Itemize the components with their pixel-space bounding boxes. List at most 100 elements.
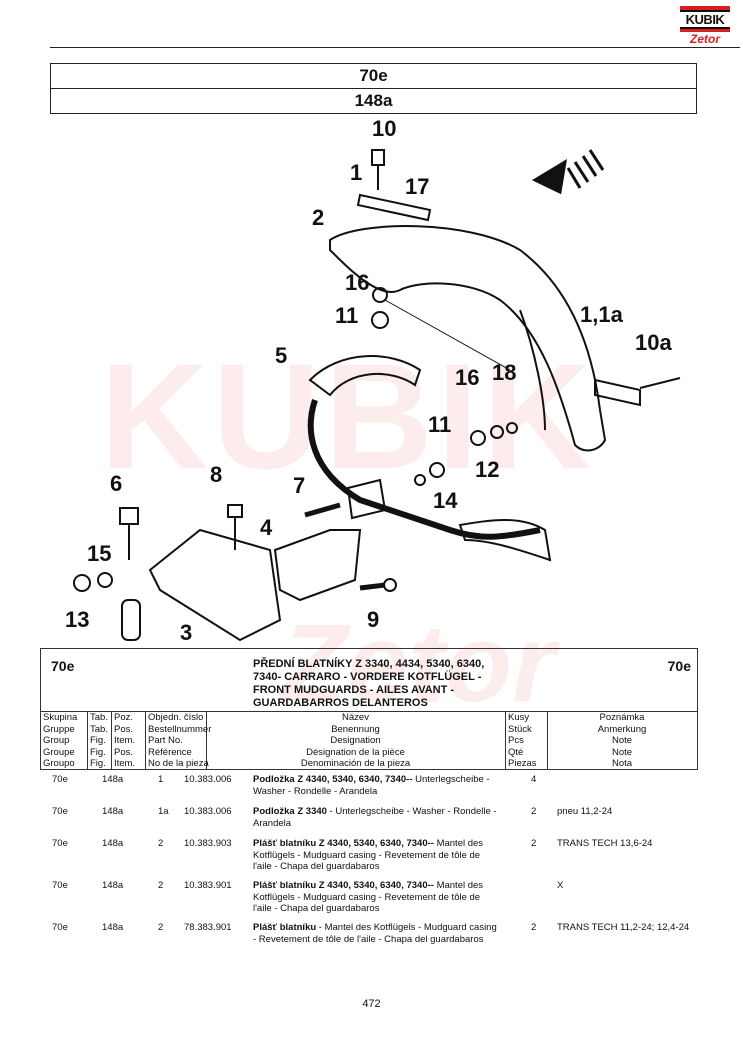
section-title: PŘEDNÍ BLATNÍKY Z 3340, 4434, 5340, 6340… (253, 658, 484, 710)
callout-6: 6 (110, 471, 123, 496)
cell-qty: 4 (531, 774, 537, 785)
cell-group: 70e (52, 774, 68, 785)
cell-name: Plášť blatníku Z 4340, 5340, 6340, 7340-… (253, 838, 501, 873)
mounting-bracket-4 (273, 529, 362, 602)
col-divider (505, 711, 506, 769)
mounting-plate-3 (148, 528, 282, 642)
bolt (371, 149, 385, 190)
cell-name: Podložka Z 4340, 5340, 6340, 7340-- Unte… (253, 774, 501, 797)
cell-note: TRANS TECH 11,2-24; 12,4-24 (557, 922, 690, 933)
title-line: PŘEDNÍ BLATNÍKY Z 3340, 4434, 5340, 6340… (253, 658, 485, 670)
cell-name: Plášť blatníku Z 4340, 5340, 6340, 7340-… (253, 880, 501, 915)
name-bold: Plášť blatníku Z 4340, 5340, 6340, 7340-… (253, 880, 434, 891)
callout-15: 15 (87, 541, 112, 566)
cell-tab: 148a (102, 838, 124, 849)
title-line: 7340- CARRARO - VORDERE KOTFLÜGEL - (253, 671, 482, 683)
callout-13: 13 (65, 607, 90, 632)
cell-pos: 2 (158, 838, 164, 849)
divider (41, 711, 697, 712)
cell-group: 70e (52, 838, 68, 849)
header-box: 70e 148a (50, 63, 697, 114)
cell-name: Plášť blatníku - Mantel des Kotflügels -… (253, 922, 501, 945)
bolt-8 (227, 504, 243, 550)
side-bracket (594, 377, 681, 407)
name-rest: Mantel des Kotflügels - Mudguard casing … (253, 838, 484, 872)
col-header-pos: Poz.Pos.Item.Pos.Item. (114, 712, 136, 770)
name-bold: Plášť blatníku (253, 922, 317, 933)
cell-pos: 2 (158, 922, 164, 933)
nut-upper (371, 287, 389, 329)
bolt-7 (304, 502, 341, 518)
name-bold: Plášť blatníku Z 4340, 5340, 6340, 7340-… (253, 838, 434, 849)
cell-name: Podložka Z 3340 - Unterlegscheibe - Wash… (253, 806, 501, 829)
cell-note: pneu 11,2-24 (557, 806, 613, 817)
cell-part: 10.383.903 (184, 838, 232, 849)
callout-8: 8 (210, 462, 223, 487)
name-rest: Mantel des Kotflügels - Mudguard casing … (253, 880, 484, 914)
callout-12: 12 (475, 457, 500, 482)
section-group-left: 70e (51, 658, 75, 674)
callout-10a: 10a (635, 330, 672, 355)
washer-15-nut-13 (73, 572, 113, 592)
cell-part: 10.383.901 (184, 880, 232, 891)
callout-1: 1 (350, 160, 363, 185)
callout-1-1a: 1,1a (580, 302, 623, 327)
name-rest: - Unterlegscheibe - Washer - Rondelle - … (253, 806, 497, 829)
name-bold: Podložka Z 3340 (253, 806, 327, 817)
callout-5: 5 (275, 343, 288, 368)
cell-note: TRANS TECH 13,6-24 (557, 838, 653, 849)
callout-16: 16 (345, 270, 370, 295)
cell-group: 70e (52, 806, 68, 817)
support-arm (307, 355, 552, 562)
col-header-tab: Tab.Tab.Fig.Fig.Fig. (90, 712, 108, 770)
title-line: FRONT MUDGUARDS - AILES AVANT - (253, 684, 455, 696)
bolt-6 (119, 507, 139, 560)
col-divider (206, 711, 207, 769)
cell-qty: 2 (531, 806, 537, 817)
logo-zetor: Zetor (690, 32, 720, 46)
cell-pos: 1a (158, 806, 169, 817)
cell-part: 78.383.901 (184, 922, 232, 933)
header-group: 70e (51, 64, 696, 89)
cell-pos: 2 (158, 880, 164, 891)
callout-2: 2 (312, 205, 325, 230)
callout-3: 3 (180, 620, 193, 645)
cell-tab: 148a (102, 880, 124, 891)
col-divider (111, 711, 112, 769)
section-header-table: 70e 70e PŘEDNÍ BLATNÍKY Z 3340, 4434, 53… (40, 648, 698, 770)
bolt-9 (359, 578, 397, 592)
watermark-zetor: Zetor (280, 602, 555, 725)
cell-part: 10.383.006 (184, 806, 232, 817)
exploded-diagram (73, 149, 681, 642)
col-divider (145, 711, 146, 769)
cell-qty: 2 (531, 838, 537, 849)
callout-11: 11 (335, 303, 359, 328)
logo-brand: KUBIK (680, 10, 730, 29)
direction-arrow (531, 149, 605, 195)
kubik-zetor-logo: KUBIK Zetor (680, 6, 730, 46)
cell-group: 70e (52, 880, 68, 891)
callout-10: 10 (372, 116, 397, 141)
nuts-middle (414, 422, 518, 486)
header-table: 148a (354, 91, 393, 110)
callout-16b: 16 (455, 365, 480, 390)
spacer (121, 599, 141, 641)
callout-4: 4 (260, 515, 273, 540)
callout-11b: 11 (428, 412, 452, 437)
callout-17: 17 (405, 174, 430, 199)
callout-14: 14 (433, 488, 458, 513)
top-rule (50, 47, 740, 48)
title-line: GUARDABARROS DELANTEROS (253, 697, 428, 709)
cell-group: 70e (52, 922, 68, 933)
section-group-right: 70e (667, 658, 691, 674)
cell-note: X (557, 880, 564, 891)
cell-qty: 2 (531, 922, 537, 933)
mudguard-casing (329, 225, 607, 452)
col-divider (547, 711, 548, 769)
callout-9: 9 (367, 607, 380, 632)
